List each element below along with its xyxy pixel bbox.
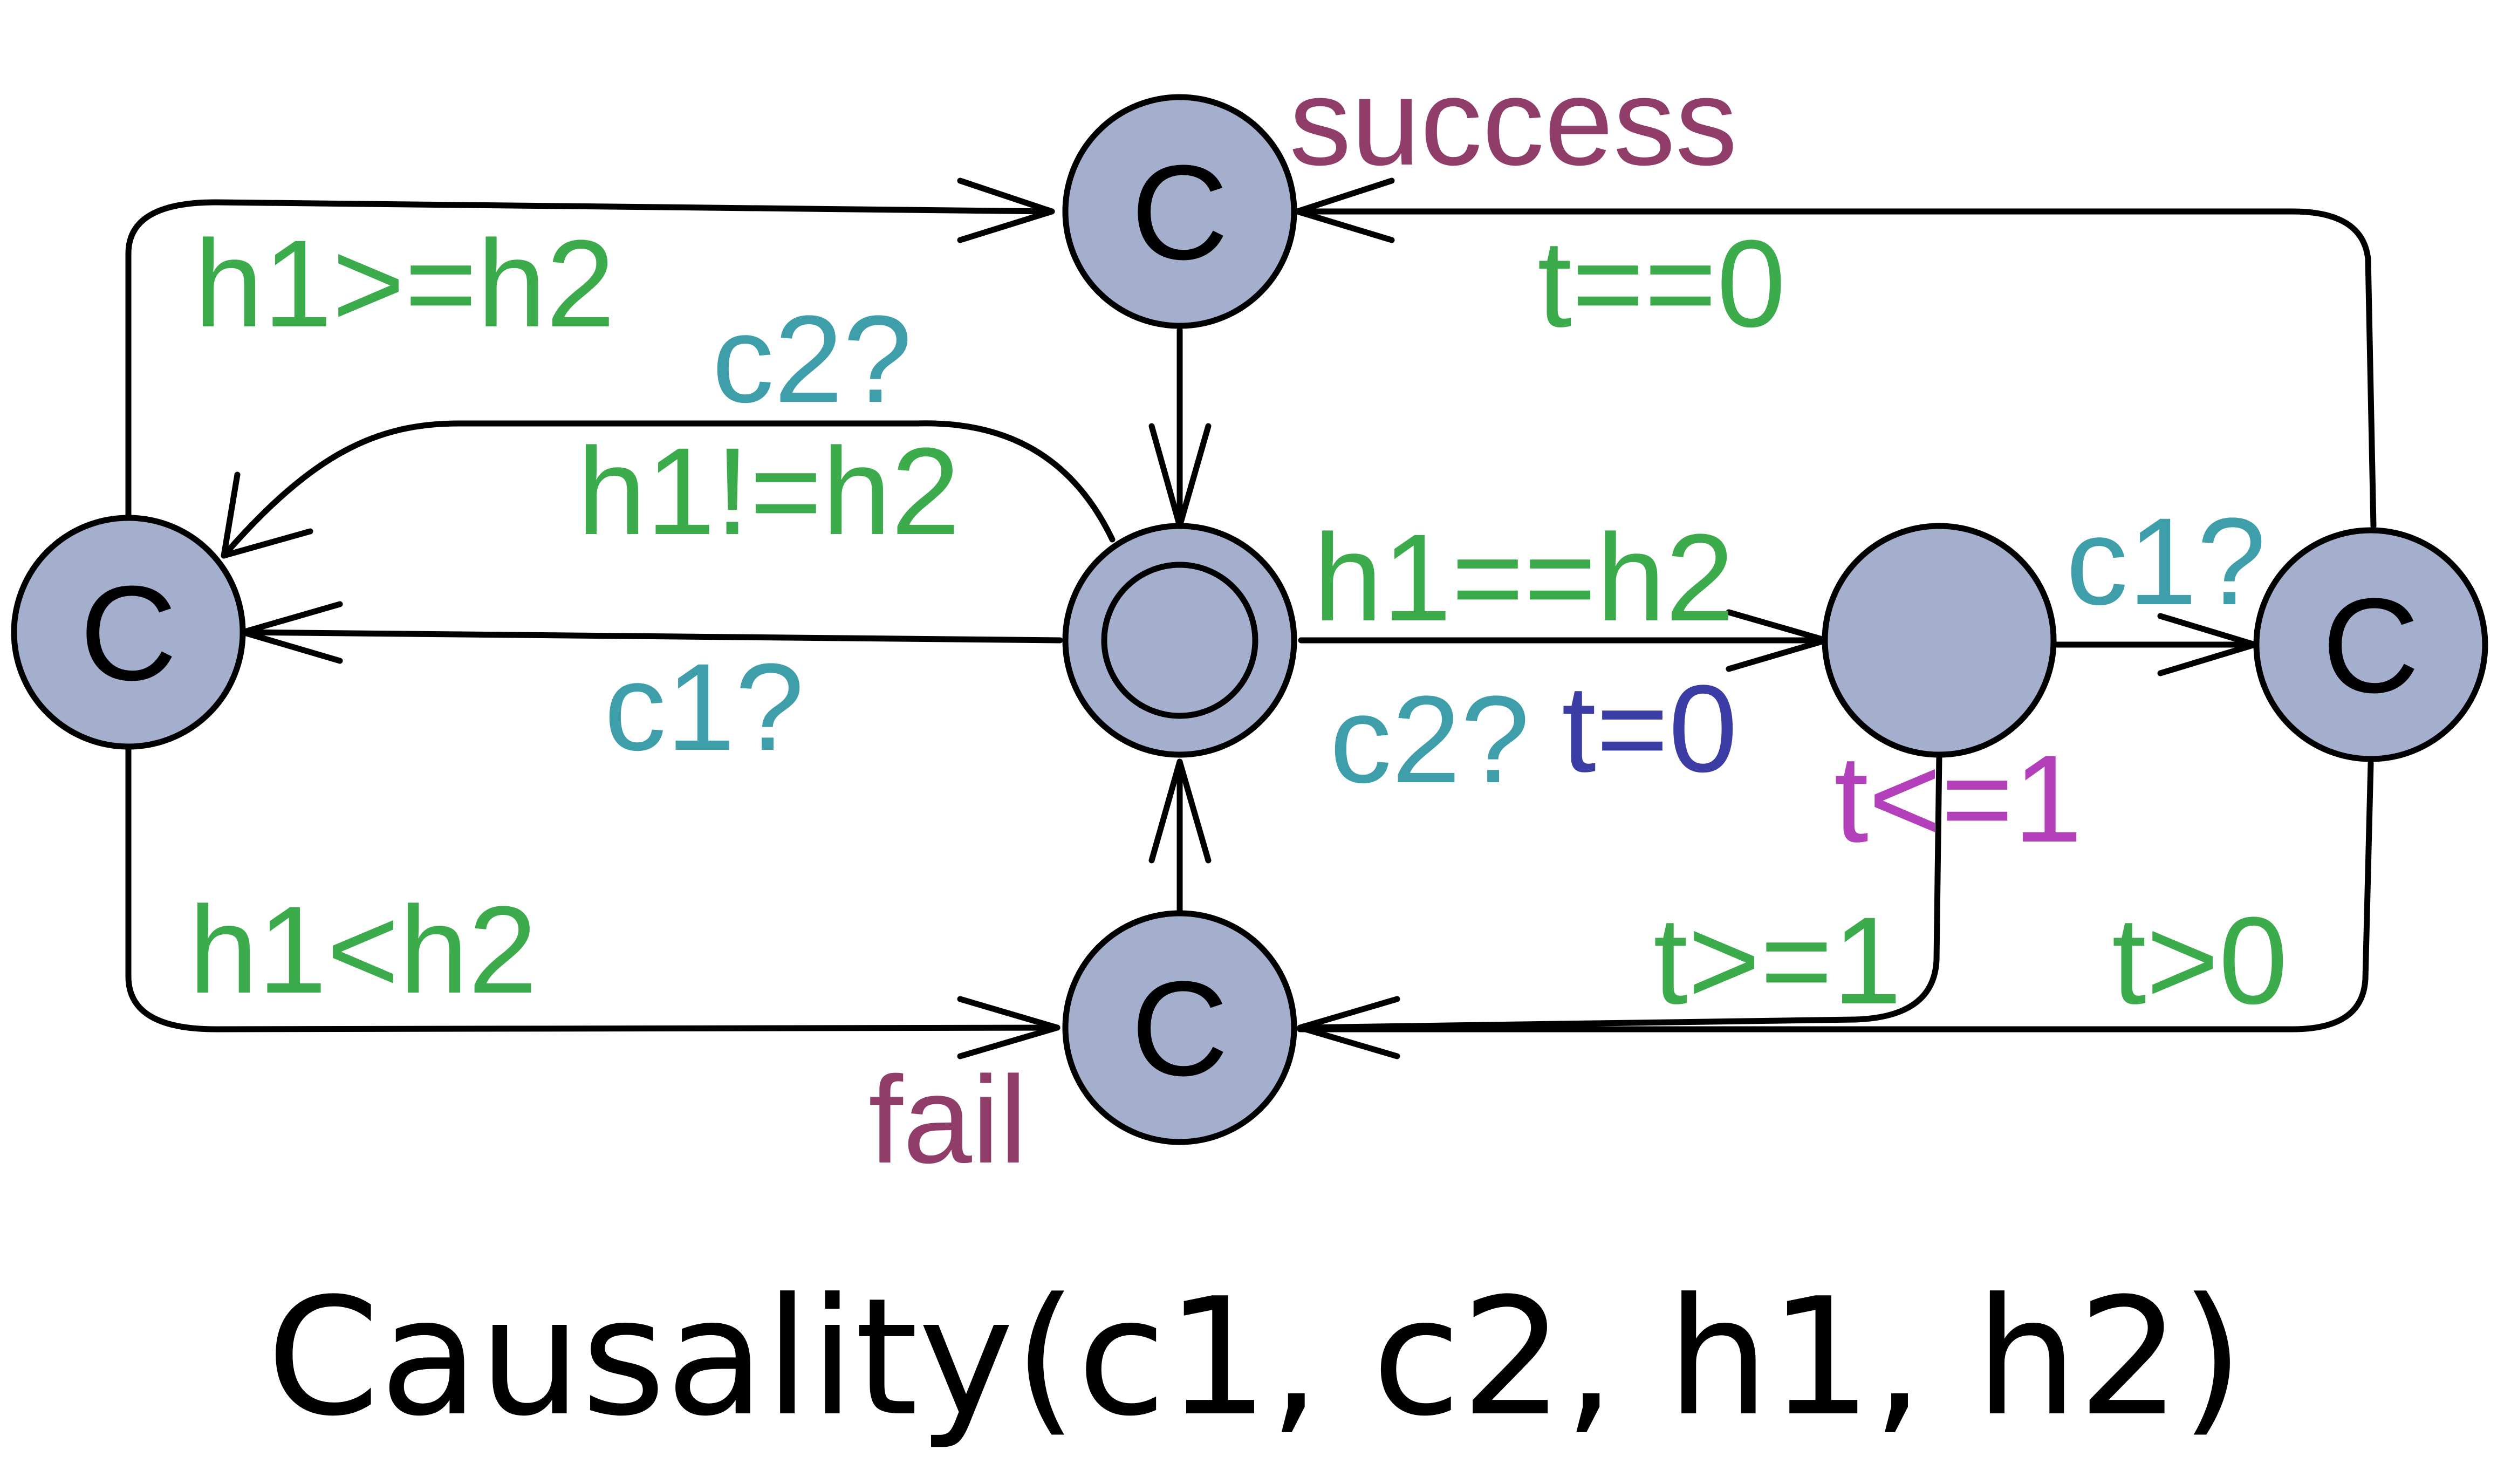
sync-c1-left: c1? (604, 638, 804, 776)
nodes: C C C C (11, 94, 2488, 1145)
diagram-caption: Causality(c1, c2, h1, h2) (266, 1263, 2243, 1452)
guard-h1-eq-h2: h1==h2 (1313, 508, 1734, 647)
location-name-success: success (1289, 52, 1737, 191)
location-fail[interactable]: C (1062, 910, 1297, 1145)
arrowhead-into-initial-bottom (1148, 758, 1212, 864)
left-node (11, 515, 246, 750)
committed-mark-fail: C (1131, 953, 1229, 1104)
edge-right-to-fail (1297, 760, 2374, 1032)
location-left[interactable]: C (11, 515, 246, 750)
right-node (2253, 527, 2488, 762)
arrowhead-into-left-curved (221, 471, 313, 559)
committed-mark-right: C (2322, 570, 2420, 721)
edge-mid-to-fail (1297, 752, 1942, 1031)
guard-h1-ne-h2: h1!=h2 (577, 422, 960, 560)
success-node (1062, 94, 1297, 329)
arrowhead-into-success-right (1294, 177, 1395, 243)
guard-t-ge-1: t>=1 (1653, 891, 1901, 1030)
initial-marker-ring (1101, 562, 1258, 719)
location-mid[interactable] (1822, 523, 2057, 758)
location-initial[interactable] (1062, 523, 1297, 758)
location-right[interactable]: C (2253, 527, 2488, 762)
guard-t-gt-0: t>0 (2112, 891, 2288, 1030)
guard-h1-ge-h2: h1>=h2 (194, 214, 615, 353)
committed-mark-left: C (80, 558, 177, 708)
edge-initial-to-left-straight (240, 629, 1063, 644)
fail-node (1062, 910, 1297, 1145)
sync-c2-upper: c2? (712, 290, 912, 428)
guard-t-eq-0: t==0 (1537, 214, 1785, 353)
sync-c1-right: c1? (2066, 492, 2266, 631)
edge-left-to-fail (125, 747, 1060, 1032)
sync-c2-mid: c2? (1330, 670, 1530, 809)
location-name-fail: fail (868, 1050, 1027, 1189)
committed-mark-success: C (1131, 137, 1229, 288)
arrowhead-into-fail-right (1297, 996, 1400, 1059)
arrowhead-into-success-left (957, 177, 1055, 243)
invariant-t-le-1: t<=1 (1834, 729, 2082, 868)
labels: success fail h1>=h2 c2? h1!=h2 c1? h1==h… (189, 52, 2288, 1189)
edge-left-to-success (125, 199, 1055, 520)
initial-node (1062, 523, 1297, 758)
edge-right-to-success (1294, 208, 2377, 529)
guard-h1-lt-h2: h1<h2 (189, 880, 537, 1019)
location-success[interactable]: C (1062, 94, 1297, 329)
arrowhead-into-fail-left (957, 996, 1060, 1059)
mid-node (1822, 523, 2057, 758)
edge-initial-to-left-curved (221, 420, 1116, 559)
assignment-t-zero: t=0 (1562, 659, 1737, 798)
